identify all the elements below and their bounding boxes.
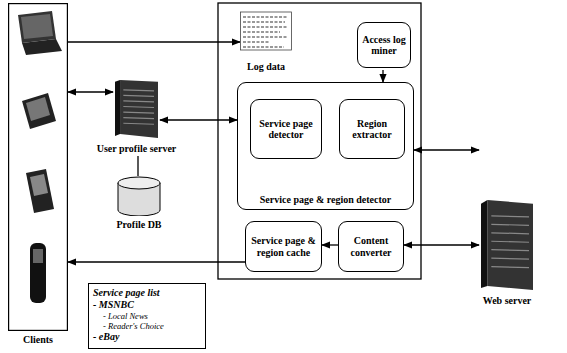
group-box: Service page & region detector Service pa…	[237, 82, 414, 210]
server-illustration	[479, 198, 535, 292]
node-label: Web server	[483, 295, 532, 306]
connector-arrow	[322, 244, 338, 245]
list-item: Service page list	[93, 287, 201, 299]
node-label: Region extractor	[342, 118, 402, 141]
log-icon: Log data	[240, 8, 292, 58]
panel-illustration	[8, 3, 68, 331]
connector-arrow	[382, 70, 383, 82]
connector-arrow	[137, 156, 138, 176]
node-label: Clients	[23, 334, 53, 345]
list-item: - Local News	[93, 311, 201, 321]
list-box: Service page list- MSNBC- Local News- Re…	[88, 283, 206, 349]
node-label: Service page & region detector	[238, 194, 413, 205]
node-label: Profile DB	[116, 219, 161, 230]
node-label: User profile server	[97, 143, 177, 154]
connector-arrow	[68, 91, 113, 92]
server-illustration	[113, 78, 160, 140]
db-icon: Profile DB	[117, 176, 161, 216]
node-label: Access log miner	[360, 34, 408, 57]
process-box: Service page & region cache	[245, 221, 322, 272]
node-label: Service page & region cache	[248, 235, 319, 258]
log-illustration	[240, 8, 292, 58]
node-label: Log data	[247, 61, 285, 72]
process-box: Region extractor	[339, 99, 405, 159]
server-icon: User profile server	[113, 78, 160, 140]
process-box: Content converter	[338, 221, 404, 272]
db-illustration	[117, 176, 161, 216]
process-box: Service page detector	[250, 99, 322, 159]
process-box: Access log miner	[357, 22, 411, 68]
list-item: - Reader's Choice	[93, 321, 201, 331]
node-label: Service page detector	[253, 118, 319, 141]
connector-arrow	[404, 244, 479, 245]
node-label: Content converter	[341, 235, 401, 258]
connector-arrow	[414, 149, 479, 150]
connector-arrow	[160, 119, 237, 120]
connector-arrow	[68, 261, 245, 262]
panel-icon: Clients	[8, 3, 68, 331]
list-item: - eBay	[93, 331, 201, 343]
connector-arrow	[68, 41, 240, 42]
system-boundary	[218, 3, 421, 279]
list-item: - MSNBC	[93, 299, 201, 311]
server-icon: Web server	[479, 198, 535, 292]
